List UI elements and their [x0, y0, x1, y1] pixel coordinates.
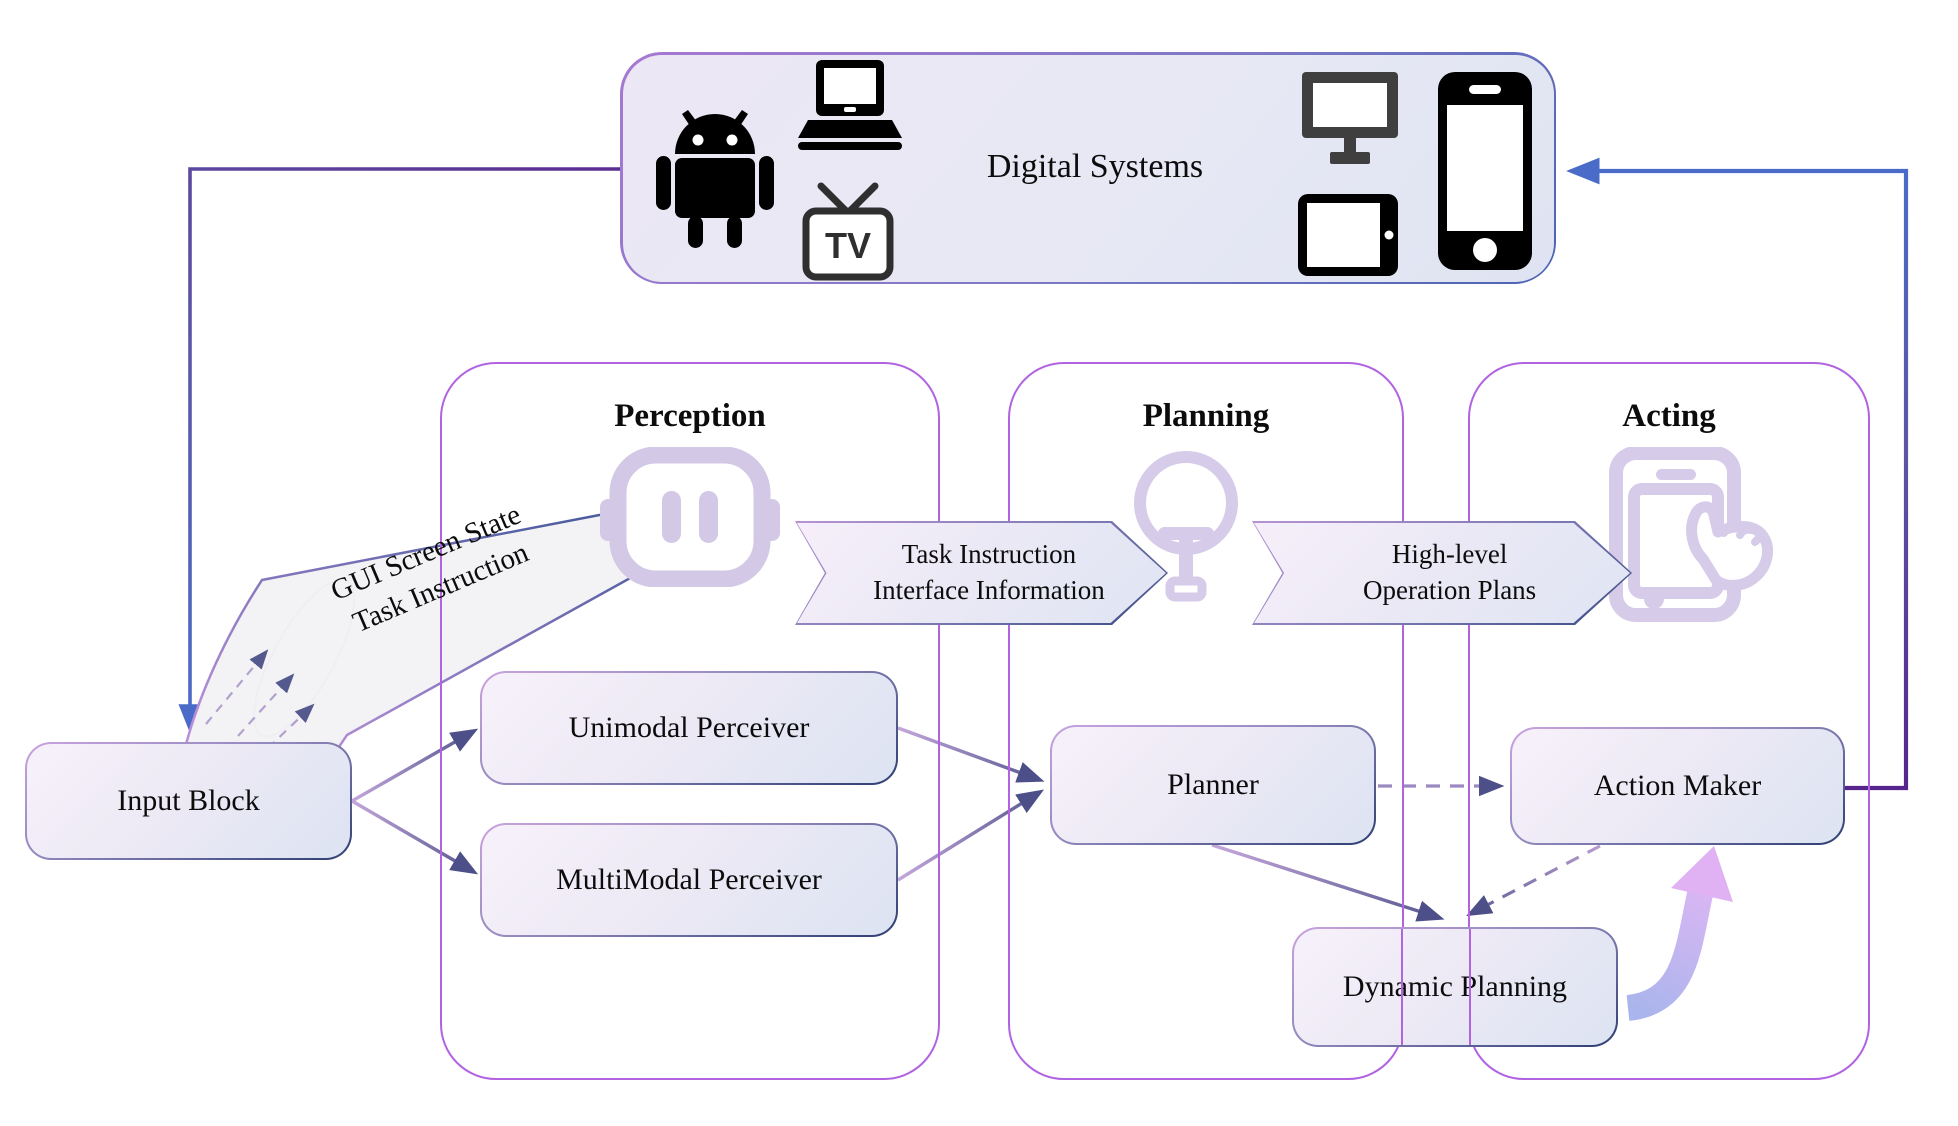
arrow-input-to-multimodal: [351, 799, 479, 875]
banner-line: Task Instruction: [901, 539, 1077, 570]
arrow-unimodal-to-planner: [897, 726, 1045, 783]
node-input-block-label: Input Block: [27, 744, 350, 858]
tv-icon: TV: [802, 182, 894, 281]
smartphone-icon: [1438, 72, 1532, 270]
panel-planning-title: Planning: [1142, 398, 1270, 434]
phone-touch-icon: [1609, 447, 1774, 622]
android-icon: [656, 110, 774, 248]
digital-systems-box: [620, 52, 1556, 284]
tv-icon-label: TV: [825, 225, 871, 266]
robot-head-icon: [600, 447, 780, 587]
node-dynamic-planning: Dynamic Planning: [1292, 927, 1618, 1047]
node-planner-label: Planner: [1052, 727, 1374, 843]
digital-systems-label: Digital Systems: [986, 148, 1204, 185]
monitor-icon: [1302, 72, 1398, 164]
panel-acting: Acting: [1468, 362, 1870, 1080]
banner-line: Operation Plans: [1362, 575, 1537, 605]
node-multimodal-perceiver: MultiModal Perceiver: [480, 823, 898, 937]
node-unimodal-perceiver: Unimodal Perceiver: [480, 671, 898, 785]
arrow-multimodal-to-planner: [897, 789, 1045, 882]
arrow-input-to-unimodal: [351, 728, 479, 803]
panel-perception-title: Perception: [614, 398, 766, 434]
node-planner: Planner: [1050, 725, 1376, 845]
laptop-icon: [798, 60, 902, 150]
tablet-icon: [1298, 194, 1398, 276]
loop-digital-to-input-line: [178, 167, 620, 734]
node-multimodal-label: MultiModal Perceiver: [482, 825, 896, 935]
input-to-cone-arrows: [205, 649, 315, 749]
banner-line: High-level: [1391, 539, 1508, 570]
node-unimodal-label: Unimodal Perceiver: [482, 673, 896, 783]
panel-perception: Perception: [440, 362, 940, 1080]
banner-line: Interface Information: [873, 575, 1105, 605]
node-action-maker: Action Maker: [1510, 727, 1845, 845]
panel-acting-title: Acting: [1622, 398, 1716, 434]
node-input-block: Input Block: [25, 742, 352, 860]
banner-planning-to-acting: High-level Operation Plans: [1252, 521, 1632, 625]
panel-planning: Planning: [1008, 362, 1404, 1080]
loop-action-to-digital-line: [1566, 157, 1909, 791]
lightbulb-icon: [1134, 451, 1238, 602]
banner-perception-to-planning: Task Instruction Interface Information: [795, 521, 1168, 625]
arrow-action-to-dynamic-dashed: [1466, 844, 1601, 917]
node-dynamic-planning-label: Dynamic Planning: [1294, 929, 1616, 1045]
node-action-maker-label: Action Maker: [1512, 729, 1843, 843]
curved-arrow-dynamic-to-action: [1625, 846, 1733, 1021]
